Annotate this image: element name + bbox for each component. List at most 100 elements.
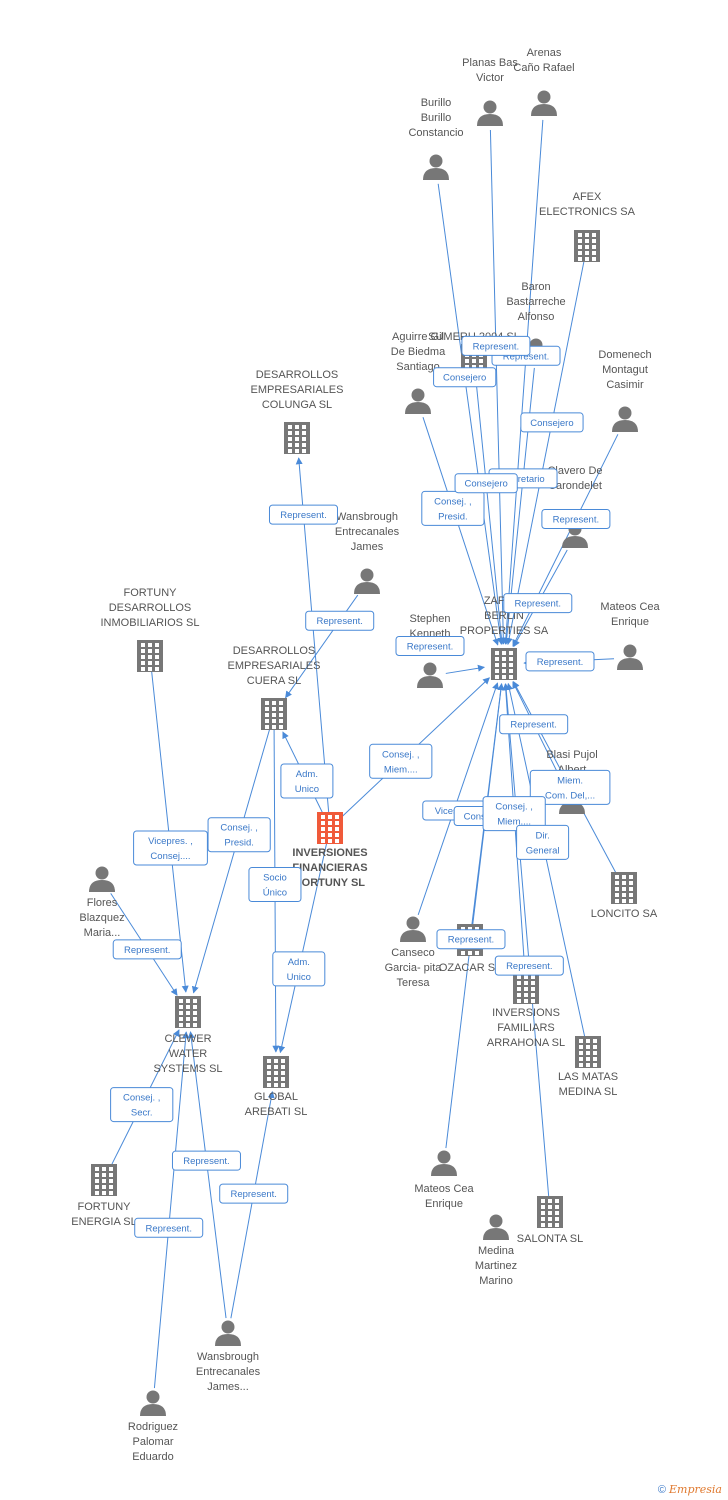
node-label: Teresa	[396, 977, 430, 989]
edge-label-text: Secr.	[131, 1108, 153, 1119]
company-node-salonta[interactable]: SALONTA SL	[517, 1196, 583, 1245]
node-label: FORTUNY SL	[295, 877, 365, 889]
edge-label-inversions-zaphir[interactable]: Consej. , Miem....	[482, 796, 546, 832]
node-label: SALONTA SL	[517, 1233, 583, 1245]
edge-label-main-desa_colunga[interactable]: Represent.	[268, 504, 338, 525]
edge-label-main-global[interactable]: Adm.Unico	[272, 951, 326, 987]
edge-label-blasi-zaphir[interactable]: Represent.	[499, 714, 569, 735]
edge-label-text: Presid.	[438, 511, 468, 522]
edge-label-text: Represent.	[448, 935, 494, 946]
edge-label-sumeru-zaphir[interactable]: Consejero	[454, 473, 518, 494]
edge-label-salonta-zaphir[interactable]: Represent.	[494, 955, 564, 976]
company-node-fortuny_en[interactable]: FORTUNY ENERGIA SL	[71, 1164, 137, 1228]
edge-label-main-zaphir[interactable]: Consej. ,Miem....	[369, 743, 433, 779]
node-label: Domenech	[598, 349, 651, 361]
footer-brand[interactable]: © Empresia	[658, 1483, 722, 1496]
node-label: James	[351, 541, 384, 553]
person-node-flores[interactable]: FloresBlazquezMaria...	[79, 866, 125, 940]
node-label: ENERGIA SL	[71, 1216, 136, 1228]
edge-afex-zaphir	[505, 261, 585, 646]
node-label: Wansbrough	[336, 511, 398, 523]
edge-label-wansbrough1-desa_cuera[interactable]: Represent.	[305, 610, 375, 631]
edge-label-mateos1-zaphir[interactable]: Represent.	[525, 651, 595, 672]
node-label: Burillo	[421, 97, 452, 109]
edge-label-planas-zaphir[interactable]: Represent.	[461, 335, 531, 356]
edge-planas-zaphir	[489, 129, 507, 645]
node-label: Caño Rafael	[513, 62, 574, 74]
edge-label-text: Consej....	[150, 851, 190, 862]
edge-label-fortuny_des-clewer[interactable]: Vicepres. ,Consej....	[133, 830, 208, 866]
edge-label-text: Represent.	[503, 351, 549, 362]
node-label: Stephen	[410, 613, 451, 625]
edge-label-aguirre-zaphir[interactable]: Consej. ,Presid.	[421, 490, 485, 526]
node-label: Medina	[478, 1245, 515, 1257]
edge-label-afex-zaphir[interactable]: Consejero	[520, 412, 584, 433]
edge-label-text: Unico	[295, 784, 319, 795]
edge-label-wansbrough2-global[interactable]: Represent.	[219, 1183, 289, 1204]
edge-label-rodriguez-clewer[interactable]: Represent.	[134, 1217, 204, 1238]
edge-label-burillo-zaphir[interactable]: Consejero	[433, 367, 497, 388]
building-icon	[263, 1056, 289, 1088]
edge-label-text: Consej. ,	[220, 823, 258, 834]
company-node-loncito[interactable]: LONCITO SA	[591, 872, 658, 920]
node-label: INVERSIONES	[292, 847, 367, 859]
node-label: Carondelet	[548, 480, 602, 492]
building-icon	[317, 812, 343, 844]
edge-label-text: Secretario	[501, 474, 544, 485]
edge-label-text: Miem....	[384, 764, 418, 775]
edge-label-text: Miem....	[497, 817, 531, 828]
node-label: FORTUNY	[78, 1201, 132, 1213]
edge-label-text: Represent.	[553, 515, 599, 526]
node-label: Arenas	[527, 47, 562, 59]
node-label: Wansbrough	[197, 1351, 259, 1363]
edge-label-lasmatas-zaphir[interactable]: Dir.General	[516, 824, 570, 860]
node-label: Mateos Cea	[600, 601, 660, 613]
node-label: AREBATI SL	[245, 1106, 308, 1118]
edge-burillo-zaphir	[437, 183, 504, 645]
person-icon	[417, 662, 443, 688]
edge-label-stephen-zaphir[interactable]: Represent.	[395, 636, 465, 656]
edge-label-clavero-zaphir[interactable]: Represent.	[503, 593, 573, 614]
edge-label-loncito-zaphir[interactable]: Miem.Com. Del,...	[529, 769, 611, 805]
edge-label-text: Consej. ,	[495, 802, 533, 813]
edge-label-domenech-zaphir[interactable]: Represent.	[541, 509, 611, 530]
copyright-symbol: ©	[657, 1484, 666, 1496]
edge-label-flores-clewer[interactable]: Represent.	[112, 939, 182, 960]
edge-label-fortuny_en-clewer[interactable]: Consej. ,Secr.	[110, 1087, 174, 1123]
person-icon	[531, 90, 557, 116]
person-node-wansbrough2[interactable]: WansbroughEntrecanalesJames...	[196, 1320, 261, 1394]
edge-label-mateos2-zaphir[interactable]: Represent.	[436, 929, 506, 950]
building-icon	[491, 648, 517, 680]
person-icon	[400, 916, 426, 942]
node-label: Casimir	[606, 379, 644, 391]
edge-label-main-desa_cuera[interactable]: Adm.Unico	[280, 763, 334, 799]
edge-label-wansbrough2-clewer[interactable]: Represent.	[171, 1150, 241, 1171]
edge-label-desa_cuera-clewer[interactable]: Consej. ,Presid.	[207, 817, 271, 853]
edge-label-text: Represent.	[230, 1189, 276, 1200]
node-label: Alfonso	[518, 311, 555, 323]
edge-label-text: Adm.	[288, 957, 310, 968]
person-icon	[617, 644, 643, 670]
